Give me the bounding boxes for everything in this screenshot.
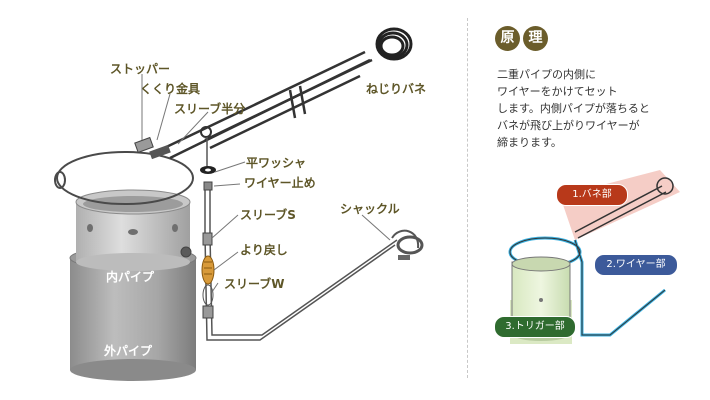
label-flat-washer: 平ワッシャ: [246, 156, 306, 170]
label-sleeve-half: スリーブ半分: [174, 102, 245, 116]
description-line: バネが飛び上がりワイヤーが: [497, 117, 697, 134]
label-sleeve-s: スリーブS: [240, 208, 296, 222]
label-wire-stop: ワイヤー止め: [244, 176, 316, 190]
part-tag-spring: 1.バネ部: [556, 184, 628, 206]
part-tag-trigger: 3.トリガー部: [494, 316, 576, 338]
principle-title: 原理: [495, 26, 551, 52]
shackle-part: [392, 231, 422, 260]
twist-spring-coil: [377, 29, 411, 59]
label-outer-pipe: 外パイプ: [104, 342, 152, 359]
label-swivel: より戻し: [240, 243, 288, 257]
label-stopper: ストッパー: [110, 62, 170, 76]
principle-title-char-1: 原: [495, 26, 520, 51]
section-divider: [467, 18, 468, 378]
label-twist-spring: ねじりバネ: [366, 82, 426, 96]
principle-description: 二重パイプの内側に ワイヤーをかけてセット します。内側パイプが落ちると バネが…: [497, 66, 697, 151]
label-inner-pipe: 内パイプ: [106, 268, 154, 285]
inner-pipe: [76, 190, 191, 271]
label-kukuri: くくり金具: [140, 82, 200, 96]
description-line: ワイヤーをかけてセット: [497, 83, 697, 100]
description-line: 二重パイプの内側に: [497, 66, 697, 83]
principle-title-char-2: 理: [523, 26, 548, 51]
flat-washer: [200, 166, 216, 174]
description-line: します。内側パイプが落ちると: [497, 100, 697, 117]
label-shackle: シャックル: [340, 202, 400, 216]
wire-stop: [204, 182, 212, 190]
label-sleeve-w: スリーブW: [224, 277, 285, 291]
swivel: [202, 256, 214, 284]
part-tag-wire: 2.ワイヤー部: [594, 254, 678, 276]
sleeve-s: [203, 233, 212, 245]
description-line: 締まります。: [497, 134, 697, 151]
